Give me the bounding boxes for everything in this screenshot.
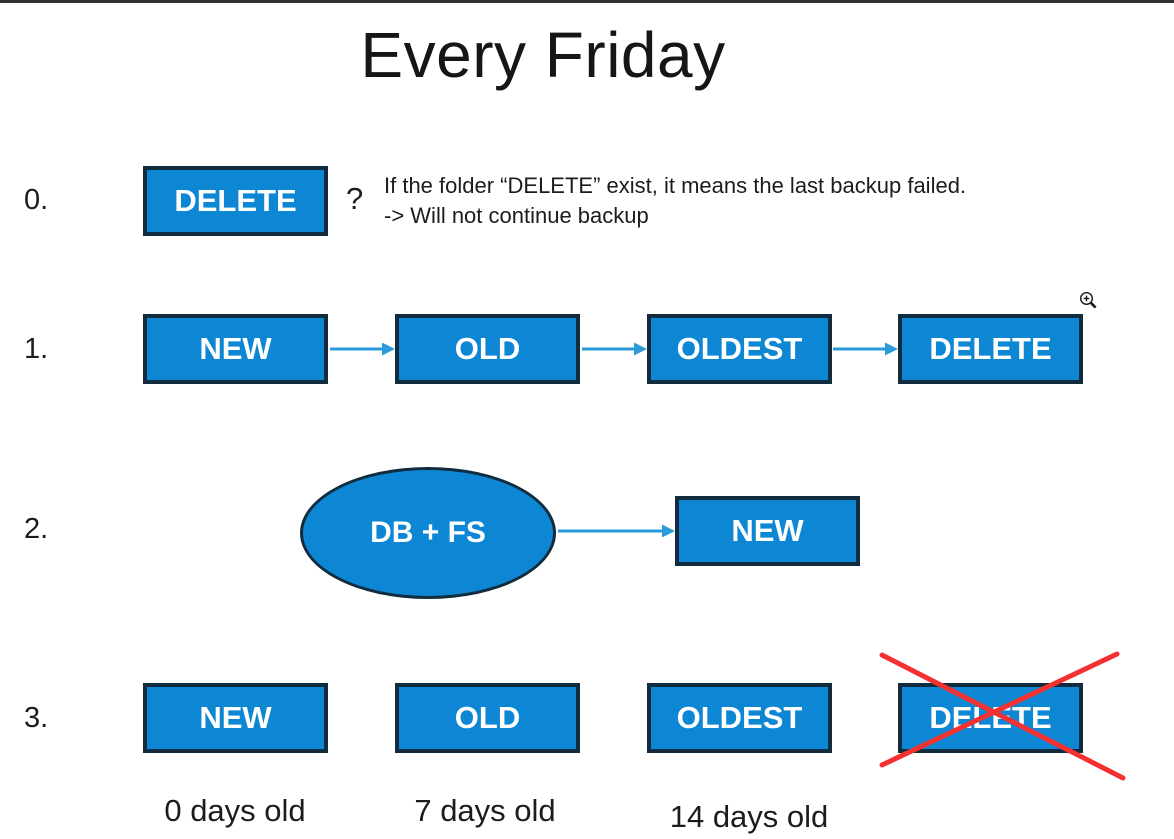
flow-box-delete-step1: DELETE [898, 314, 1083, 384]
step-0-number: 0. [24, 184, 49, 216]
flow-box-oldest-step1: OLDEST [647, 314, 832, 384]
flow-box-new-step1: NEW [143, 314, 328, 384]
caption-7-days-old: 7 days old [414, 793, 556, 828]
flow-arrow-2 [582, 342, 647, 356]
step-1-number: 1. [24, 333, 49, 365]
slide-title: Every Friday [360, 19, 726, 91]
window-top-edge [0, 0, 1174, 3]
flow-box-oldest-step3: OLDEST [647, 683, 832, 753]
caption-0-days-old: 0 days old [164, 793, 306, 828]
step-2-number: 2. [24, 513, 49, 545]
flow-arrow-3 [833, 342, 898, 356]
db-fs-ellipse: DB + FS [300, 467, 556, 599]
step-3-number: 3. [24, 702, 49, 734]
caption-14-days-old: 14 days old [669, 799, 829, 834]
question-mark: ? [346, 181, 364, 216]
delete-box-step0: DELETE [143, 166, 328, 236]
note-line-2: -> Will not continue backup [384, 203, 649, 228]
note-line-1: If the folder “DELETE” exist, it means t… [384, 173, 967, 198]
zoom-in-cursor-icon [1079, 291, 1097, 309]
flow-arrow-ellipse-to-new [558, 524, 675, 538]
flow-box-old-step3: OLD [395, 683, 580, 753]
flow-arrow-1 [330, 342, 395, 356]
flow-box-old-step1: OLD [395, 314, 580, 384]
red-cross-out [879, 651, 1126, 781]
flow-box-new-step3: NEW [143, 683, 328, 753]
note-text: If the folder “DELETE” exist, it means t… [384, 171, 966, 231]
flow-box-new-step2: NEW [675, 496, 860, 566]
